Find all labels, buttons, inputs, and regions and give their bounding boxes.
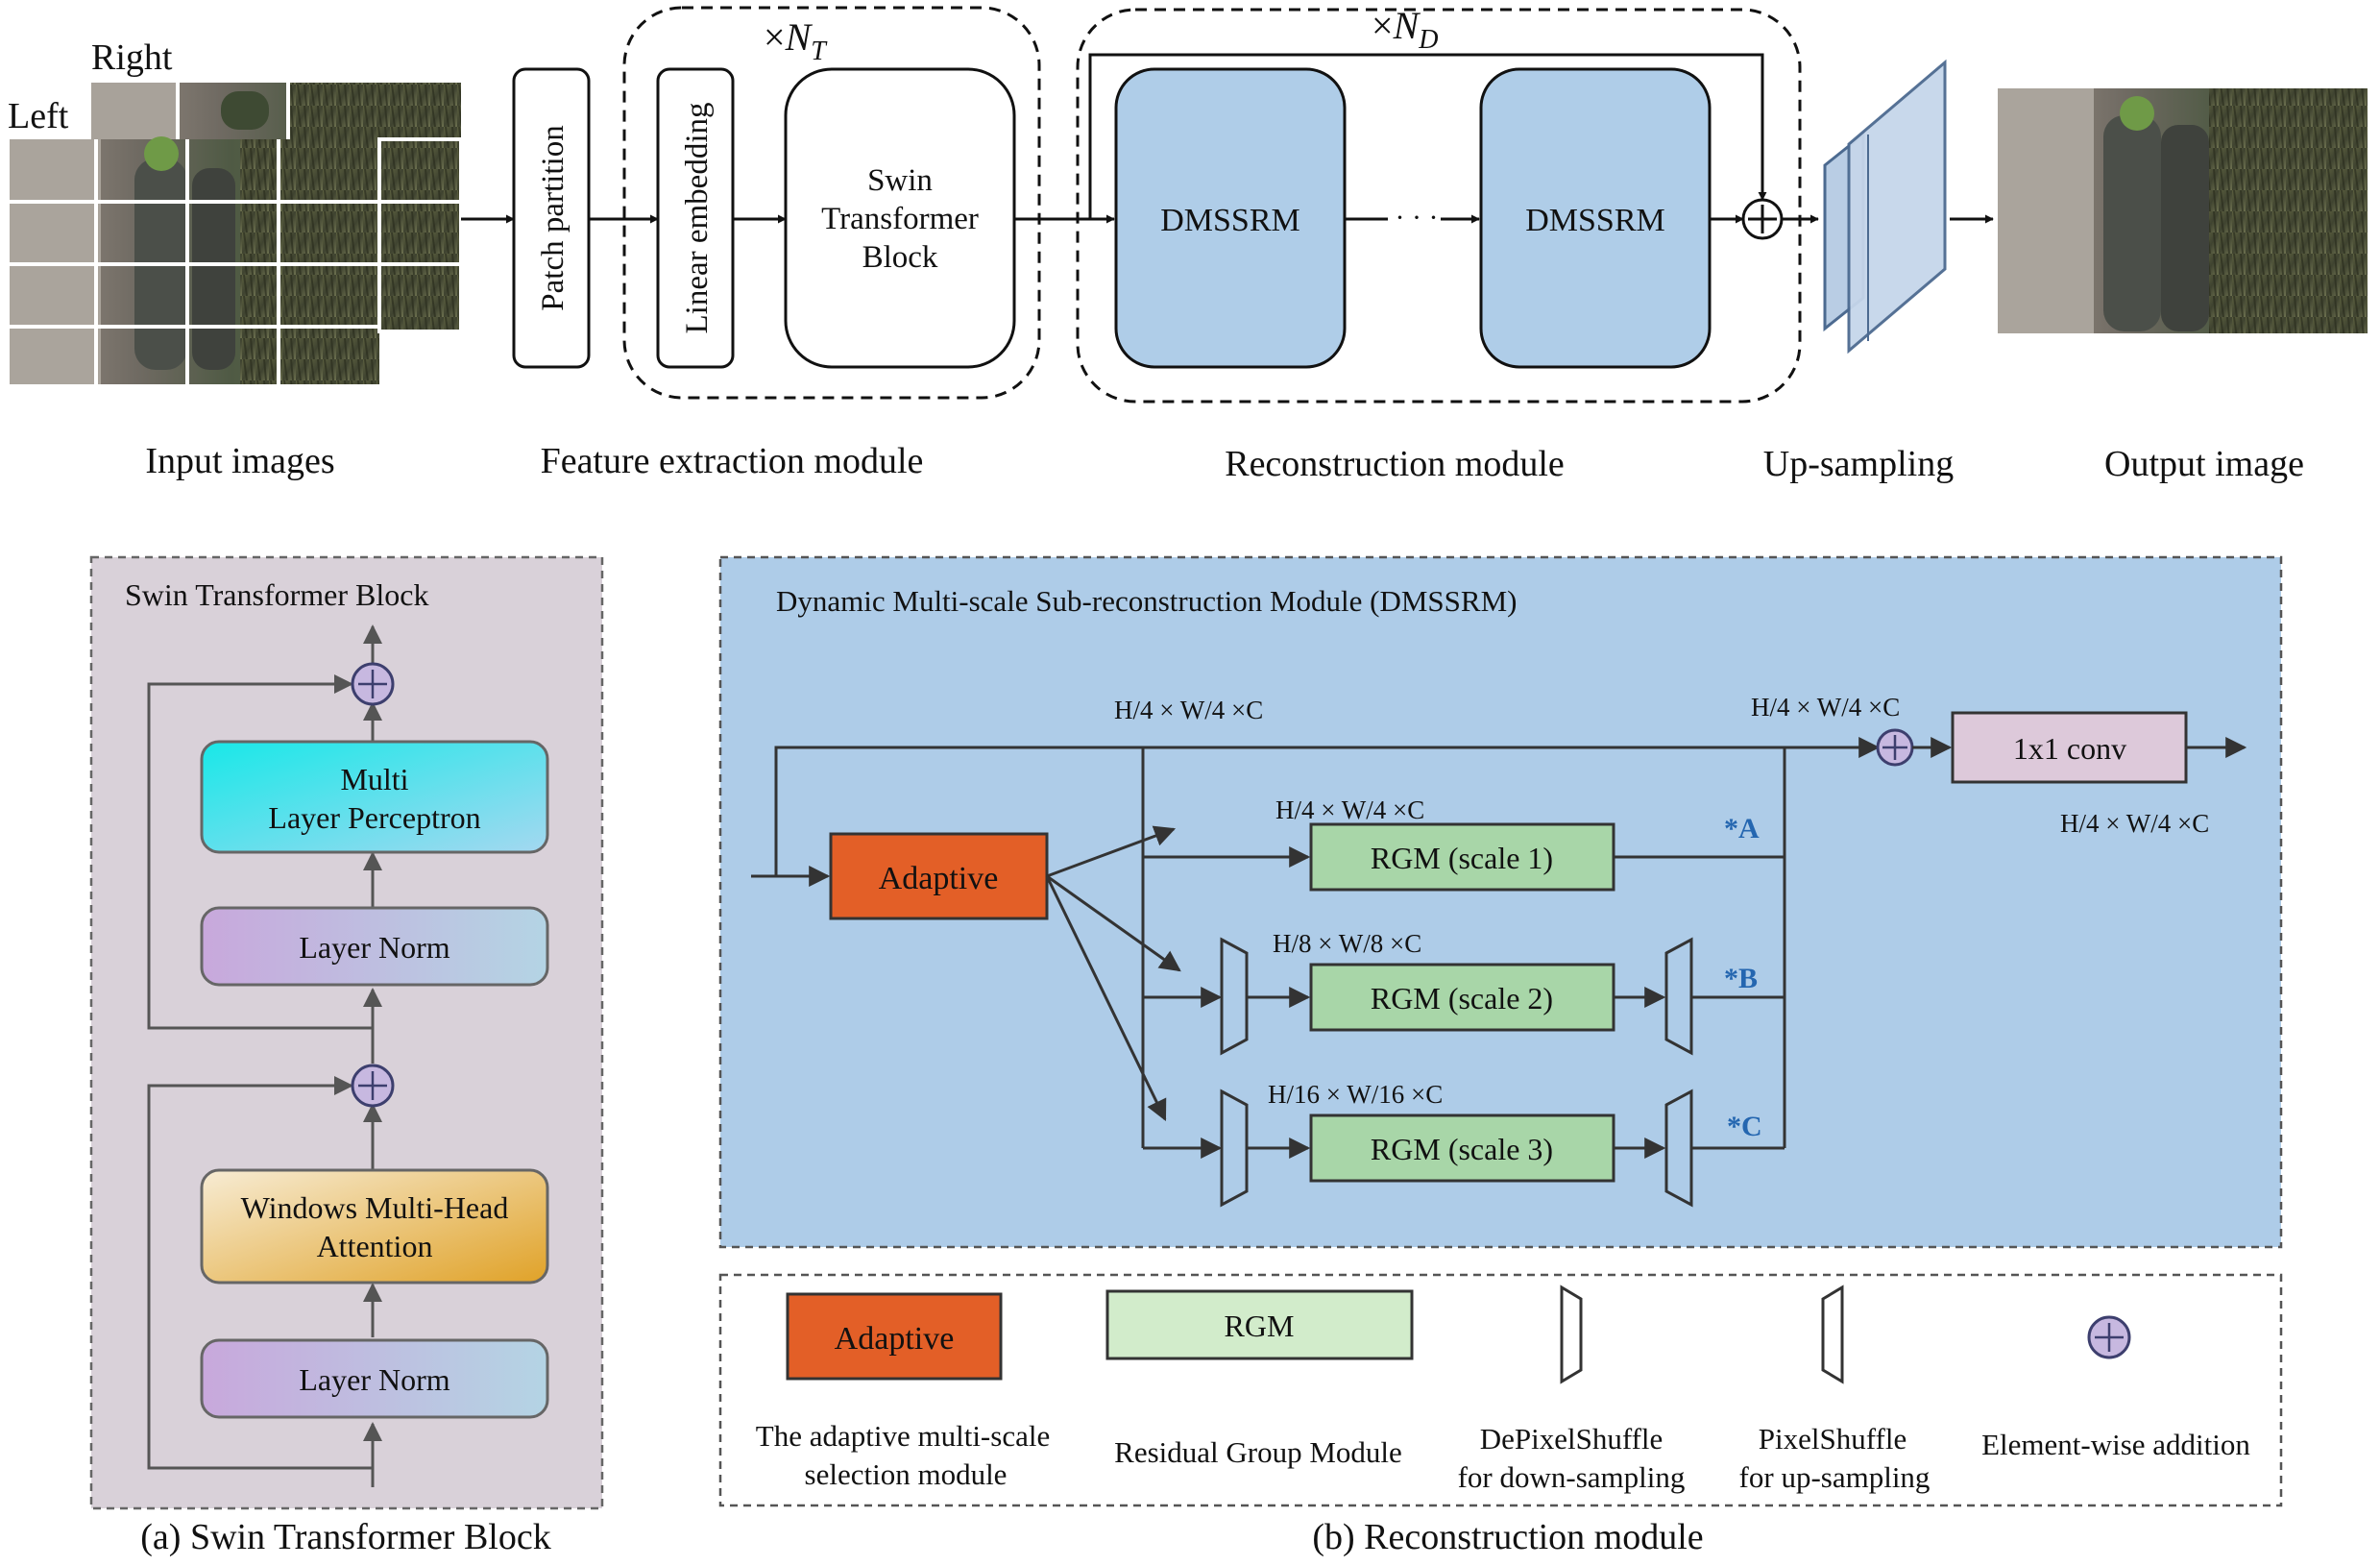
legend-depixel-desc-2: for down-sampling — [1458, 1460, 1686, 1494]
rgm-scale-3: RGM (scale 3) — [1309, 1113, 1615, 1183]
legend-adaptive-label: Adaptive — [835, 1321, 955, 1357]
dmssrm-ellipsis: · · · — [1396, 202, 1439, 233]
dim-output: H/4 × W/4 ×C — [2060, 809, 2209, 838]
legend-adaptive-desc-2: selection module — [805, 1457, 1008, 1491]
left-view-image — [10, 136, 379, 384]
adaptive-label: Adaptive — [879, 861, 999, 896]
repeat-nt-label: ×NT — [764, 15, 828, 66]
top-add-symbol — [1741, 198, 1784, 240]
swin-panel-title: Swin Transformer Block — [125, 577, 428, 612]
dmssrm-2-label: DMSSRM — [1525, 203, 1665, 238]
wmha-label-2: Attention — [317, 1229, 433, 1263]
dim-top-right: H/4 × W/4 ×C — [1751, 693, 1900, 722]
layer-norm-bottom: Layer Norm — [200, 1338, 549, 1419]
swin-label-1: Swin — [867, 163, 933, 198]
mlp-label-2: Layer Perceptron — [268, 800, 480, 835]
dim-scale-3: H/16 × W/16 ×C — [1268, 1080, 1443, 1109]
dmssrm-block-2: DMSSRM — [1479, 67, 1712, 369]
rgm-scale-1: RGM (scale 1) — [1309, 822, 1615, 892]
swin-label-3: Block — [862, 240, 938, 275]
feature-extraction-region — [622, 6, 1041, 400]
legend-rgm: RGM Residual Group Module — [1105, 1289, 1414, 1469]
legend-add-desc: Element-wise addition — [1981, 1428, 2250, 1461]
layer-norm-top-label: Layer Norm — [299, 930, 449, 965]
mlp-block: Multi Layer Perceptron — [200, 740, 549, 854]
weight-b: *B — [1724, 963, 1758, 994]
wmha-label-1: Windows Multi-Head — [241, 1190, 509, 1225]
swin-label-2: Transformer — [821, 202, 979, 236]
mlp-label-1: Multi — [340, 762, 408, 796]
output-image — [1998, 88, 2368, 333]
depixelshuffle-2 — [1220, 937, 1249, 1056]
swin-add-bottom — [351, 1064, 395, 1108]
caption-output-image: Output image — [2104, 444, 2304, 484]
swin-detail-panel: Swin Transformer Block Multi Layer Perce… — [89, 555, 604, 1510]
weight-a: *A — [1724, 813, 1760, 844]
rgm-3-label: RGM (scale 3) — [1371, 1132, 1553, 1166]
swin-add-top — [351, 662, 395, 706]
right-label: Right — [91, 37, 173, 78]
caption-feature-extraction: Feature extraction module — [541, 441, 924, 481]
adaptive-block: Adaptive — [829, 832, 1049, 920]
pixelshuffle-3 — [1664, 1089, 1693, 1208]
caption-up-sampling: Up-sampling — [1763, 444, 1954, 484]
caption-recon-panel: (b) Reconstruction module — [1312, 1517, 1703, 1557]
depixelshuffle-3 — [1220, 1089, 1249, 1208]
dmssrm-panel-title: Dynamic Multi-scale Sub-reconstruction M… — [776, 584, 1517, 618]
global-skip-connection — [1088, 53, 1767, 219]
upsampling-block — [1823, 59, 1947, 355]
swin-transformer-block-top: Swin Transformer Block — [784, 67, 1016, 369]
legend-panel: Adaptive The adaptive multi-scale select… — [718, 1273, 2283, 1507]
repeat-nd-label: ×ND — [1372, 4, 1438, 55]
legend-adaptive: Adaptive The adaptive multi-scale select… — [756, 1292, 1050, 1491]
linear-embedding-block: Linear embedding — [656, 67, 735, 369]
linear-embedding-label: Linear embedding — [680, 103, 715, 334]
legend-adaptive-desc-1: The adaptive multi-scale — [756, 1419, 1050, 1453]
dim-scale-1: H/4 × W/4 ×C — [1275, 795, 1424, 824]
legend-depixelshuffle: DePixelShuffle for down-sampling — [1458, 1285, 1686, 1494]
layer-norm-bottom-label: Layer Norm — [299, 1362, 449, 1397]
wmha-block: Windows Multi-Head Attention — [200, 1168, 549, 1285]
layer-norm-top: Layer Norm — [200, 906, 549, 987]
rgm-2-label: RGM (scale 2) — [1371, 981, 1553, 1015]
patch-grid — [10, 83, 461, 384]
legend-pixelshuffle: PixelShuffle for up-sampling — [1739, 1285, 1931, 1494]
legend-pixel-desc-1: PixelShuffle — [1759, 1422, 1906, 1456]
recon-add-symbol — [1876, 728, 1914, 767]
rgm-1-label: RGM (scale 1) — [1371, 841, 1553, 875]
legend-rgm-label: RGM — [1225, 1309, 1295, 1343]
patch-partition-label: Patch partition — [536, 125, 571, 310]
dmssrm-detail-panel: Dynamic Multi-scale Sub-reconstruction M… — [718, 555, 2283, 1249]
weight-c: *C — [1727, 1111, 1762, 1142]
reconstruction-region — [1076, 8, 1802, 404]
dim-top-left: H/4 × W/4 ×C — [1114, 696, 1263, 724]
left-label: Left — [8, 96, 69, 136]
pixelshuffle-2 — [1664, 937, 1693, 1056]
caption-reconstruction-module: Reconstruction module — [1225, 444, 1565, 484]
rgm-scale-2: RGM (scale 2) — [1309, 963, 1615, 1032]
input-images: Right Left — [8, 37, 463, 384]
caption-input-images: Input images — [145, 441, 334, 481]
legend-depixel-desc-1: DePixelShuffle — [1480, 1422, 1664, 1456]
dmssrm-block-1: DMSSRM — [1114, 67, 1347, 369]
legend-element-wise-addition: Element-wise addition — [1981, 1315, 2250, 1461]
patch-partition-block: Patch partition — [512, 67, 591, 369]
dim-scale-2: H/8 × W/8 ×C — [1273, 929, 1421, 958]
caption-swin-panel: (a) Swin Transformer Block — [140, 1517, 550, 1557]
conv-1x1-block: 1x1 conv — [1951, 711, 2188, 784]
legend-pixel-desc-2: for up-sampling — [1739, 1460, 1931, 1494]
conv-label: 1x1 conv — [2013, 731, 2126, 766]
legend-rgm-desc: Residual Group Module — [1114, 1435, 1402, 1469]
dmssrm-1-label: DMSSRM — [1160, 203, 1300, 238]
